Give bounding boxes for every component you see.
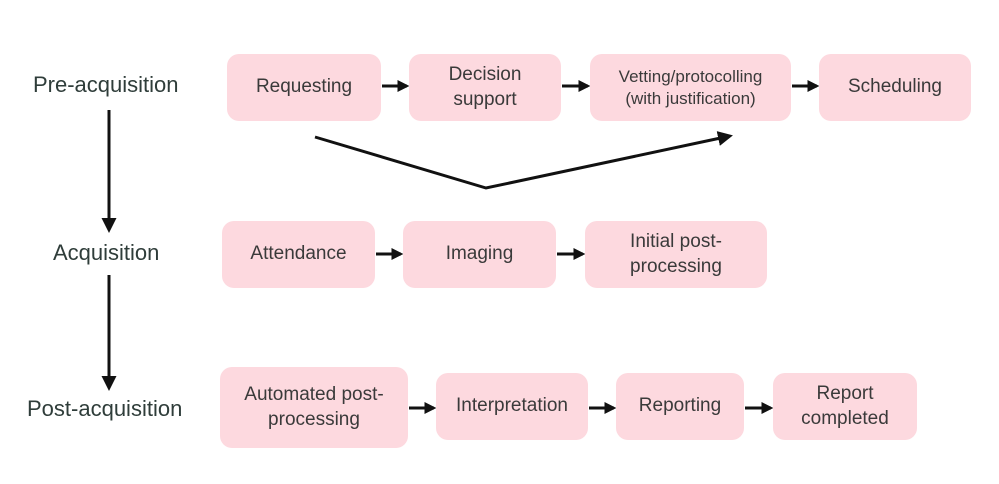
arrow-bypass-requesting-to-vetting: [314, 131, 733, 190]
step-label: Decision support: [448, 64, 522, 110]
step-label: Imaging: [445, 243, 514, 265]
stage-label-post-acquisition: Post-acquisition: [27, 396, 183, 421]
step-label: Scheduling: [847, 76, 943, 98]
step-requesting: Requesting: [227, 54, 381, 121]
step-imaging: Imaging: [403, 221, 556, 288]
step-automated-post-processing: Automated post- processing: [220, 367, 408, 448]
step-label: Reporting: [638, 395, 722, 417]
step-label: Interpretation: [456, 395, 568, 417]
step-label: Vetting/protocolling (with justification…: [618, 66, 763, 108]
step-vetting-protocolling: Vetting/protocolling (with justification…: [590, 54, 791, 121]
step-decision-support: Decision support: [409, 54, 561, 121]
stage-label-acquisition: Acquisition: [53, 240, 160, 265]
step-report-completed: Report completed: [773, 373, 917, 440]
step-attendance: Attendance: [222, 221, 375, 288]
step-label: Automated post- processing: [244, 384, 384, 430]
step-scheduling: Scheduling: [819, 54, 971, 121]
stage-label-pre-acquisition: Pre-acquisition: [33, 72, 179, 97]
step-interpretation: Interpretation: [436, 373, 588, 440]
step-label: Initial post- processing: [630, 231, 722, 277]
step-label: Attendance: [250, 243, 347, 265]
step-label: Requesting: [255, 76, 353, 98]
step-initial-post-processing: Initial post- processing: [585, 221, 767, 288]
step-reporting: Reporting: [616, 373, 744, 440]
step-label: Report completed: [801, 383, 889, 429]
